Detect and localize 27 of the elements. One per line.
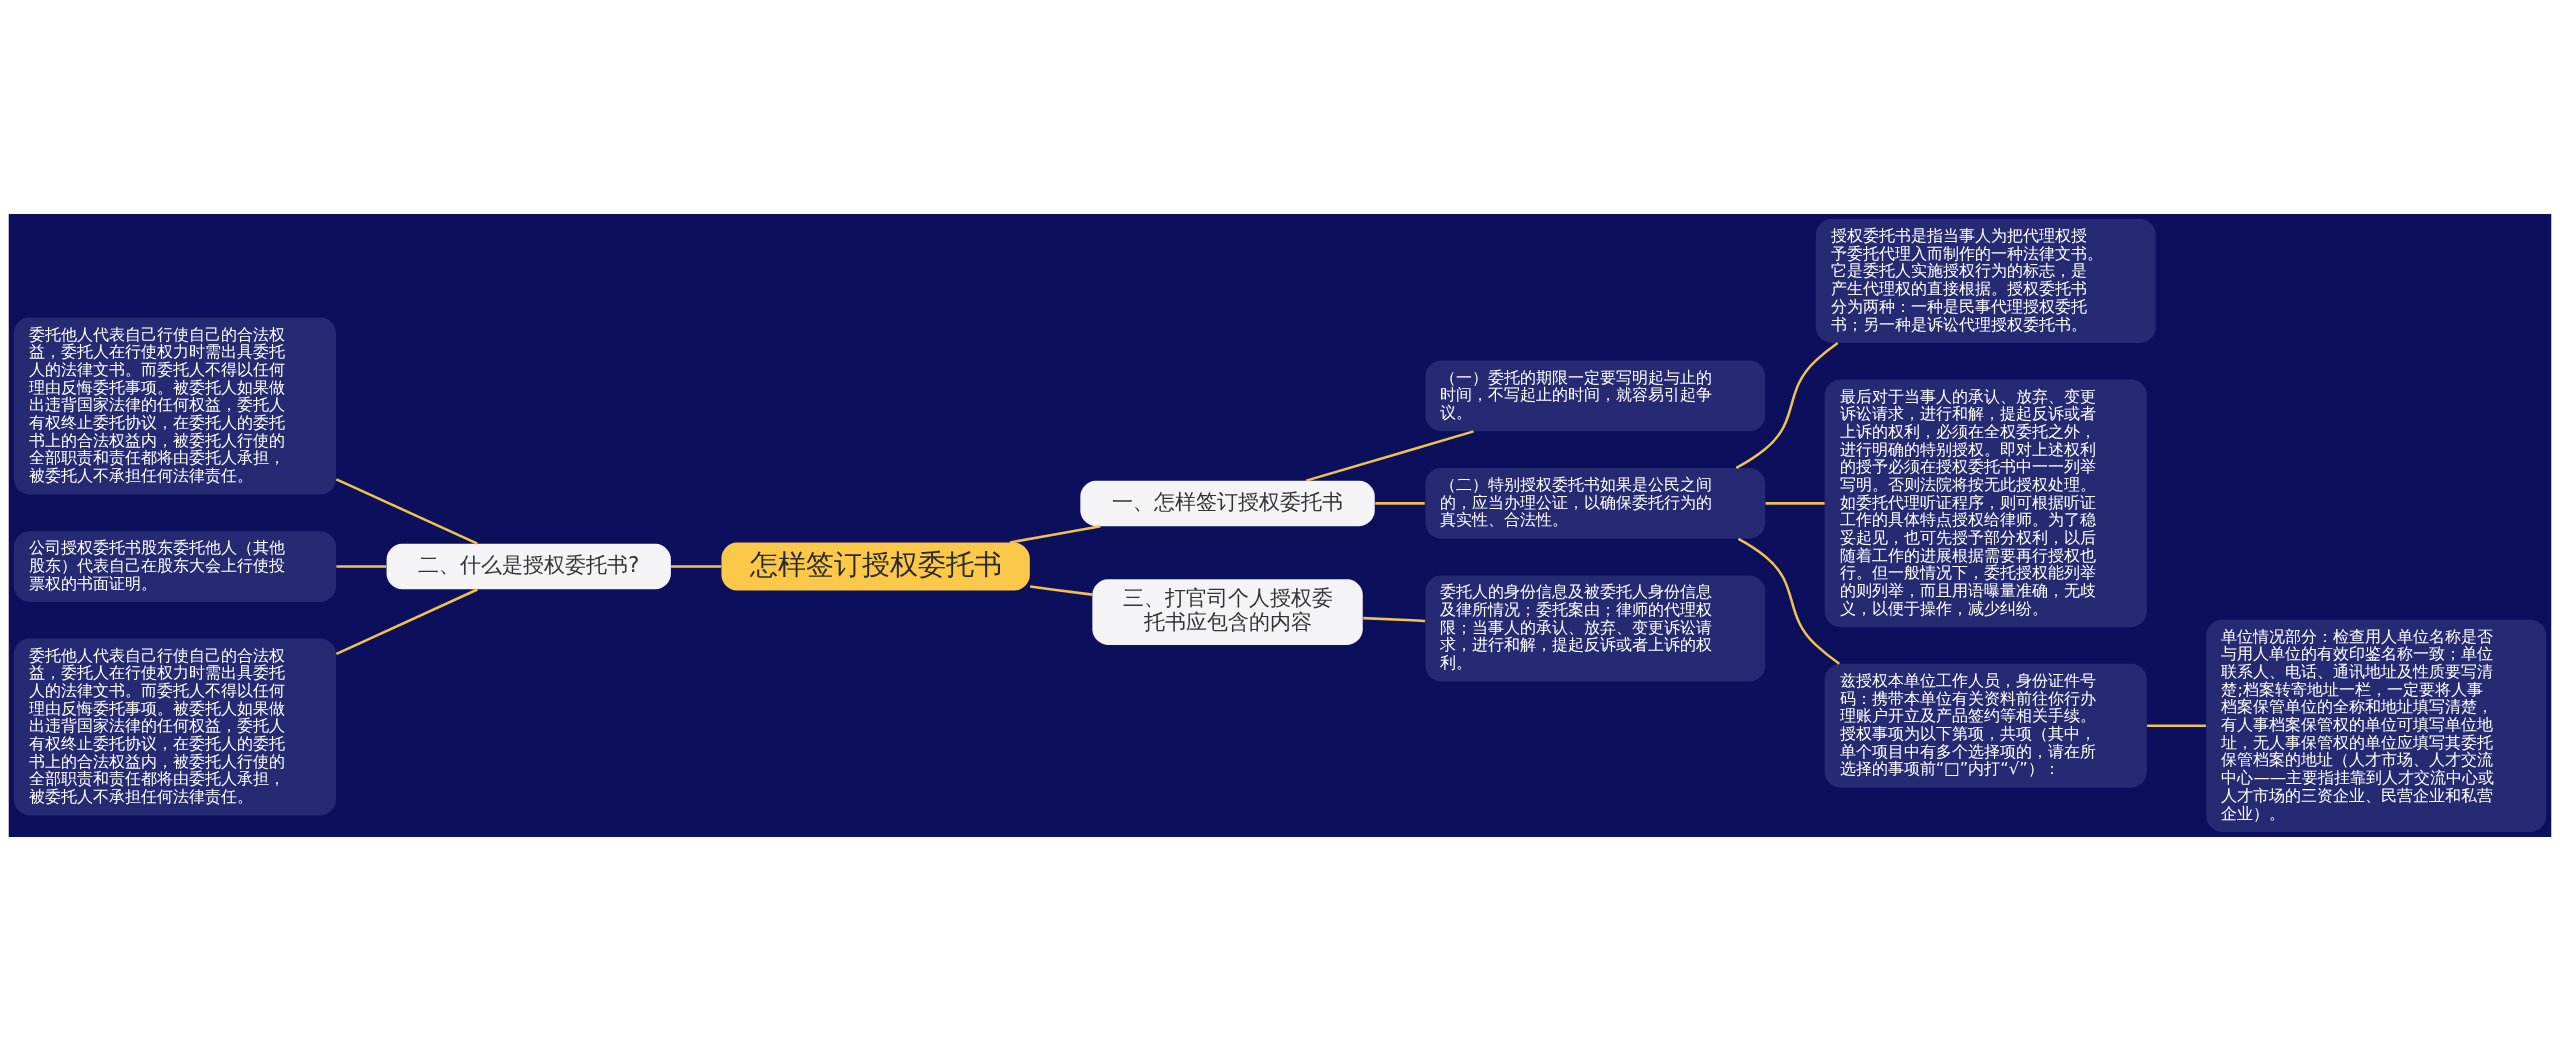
node-box: 最后对于当事人的承认、放弃、变更诉讼请求，进行和解，提起反诉或者上诉的权利，必须在全权委托之外，进行明确的特别授权。即对上述权利的授予必须在授权委托书中一一列举写明。否则法院将按无此授权处理。如委托代理听证程序，则可根据听证工作的具体特点授权给律师。为了稳妥起见，也可先授予部分权利，以后随着工作的进展根据需要再行授权也行。但一般情况下，委托授权能列举的则列举，而且用语曝量准确，无歧义，以便于操作，减少纠纷。 [1824,379,2147,628]
connector [1009,524,1101,544]
node-box: 委托他人代表自己行使自己的合法权益，委托人在行使权力时需出具委托人的法律文书。而委托人不得以任何理由反悔委托事项。被委托人如果做出违背国家法律的任何权益，委托人有权终止委托协议，在委托人的委托书上的合法权益内，被委托人行使的全部职责和责任都将由委托人承担，被委托人不承担任何法律责任。 [13,638,336,816]
node-box: 公司授权委托书股东委托他人（其他股东）代表自己在股东大会上行使投票权的书面证明。 [13,531,336,602]
node-box: 单位情况部分：检查用人单位名称是否与用人单位的有效印鉴名称一致；单位联系人、电话、通讯地址及性质要写清楚;档案转寄地址一栏，一定要将人事档案保管单位的全称和地址填写清楚，有人事档案保管权的单位可填写单位地址，无人事保管权的单位应填写其委托保管档案的地址（人才市场、人才交流中心——主要指挂靠到人才交流中心或人才市场的三资企业、民营企业和私营企业）。 [2206,619,2547,832]
node-box: 怎样签订授权委托书 [721,542,1030,591]
connector [1363,616,1426,623]
node-box: 授权委托书是指当事人为把代理权授予委托代理入而制作的一种法律文书。它是委托人实施授权行为的标志，是产生代理权的直接根据。授权委托书分为两种：一种是民事代理授权委托书；另一种是诉讼代理授权委托书。 [1815,219,2156,343]
node-box: 三、打官司个人授权委托书应包含的内容 [1092,579,1363,645]
connector [335,478,478,545]
node-box: 二、什么是授权委托书? [386,543,671,590]
node-box: （一）委托的期限一定要写明起与止的时间，不写起止的时间，就容易引起争议。 [1425,360,1766,432]
node-box: 兹授权本单位工作人员，身份证件号码：携带本单位有关资料前往你行办理账户开立及产品签约等相关手续。授权事项为以下第项，共项（其中，单个项目中有多个选择项的，请在所选择的事项前“□”内打“√”）： [1824,663,2147,788]
connector [671,565,722,568]
node-box: 一、怎样签订授权委托书 [1080,480,1375,527]
connector [336,565,387,568]
connector [1735,341,1839,469]
connector [1305,430,1474,482]
connector [2147,724,2206,728]
node-box: 委托人的身份信息及被委托人身份信息及律所情况；委托案由；律师的代理权限；当事人的承认、放弃、变更诉讼请求，进行和解，提起反诉或者上诉的权利。 [1425,575,1766,682]
connector [1765,502,1825,505]
node-box: 委托他人代表自己行使自己的合法权益，委托人在行使权力时需出具委托人的法律文书。而委托人不得以任何理由反悔委托事项。被委托人如果做出违背国家法律的任何权益，委托人有权终止委托协议，在委托人的委托书上的合法权益内，被委托人行使的全部职责和责任都将由委托人承担，被委托人不承担任何法律责任。 [13,317,336,495]
connector [1029,585,1093,596]
connector [335,588,478,655]
connector [1737,537,1841,665]
node-box: （二）特别授权委托书如果是公民之间的，应当办理公证，以确保委托行为的真实性、合法性。 [1425,468,1766,539]
connector [1375,502,1425,505]
